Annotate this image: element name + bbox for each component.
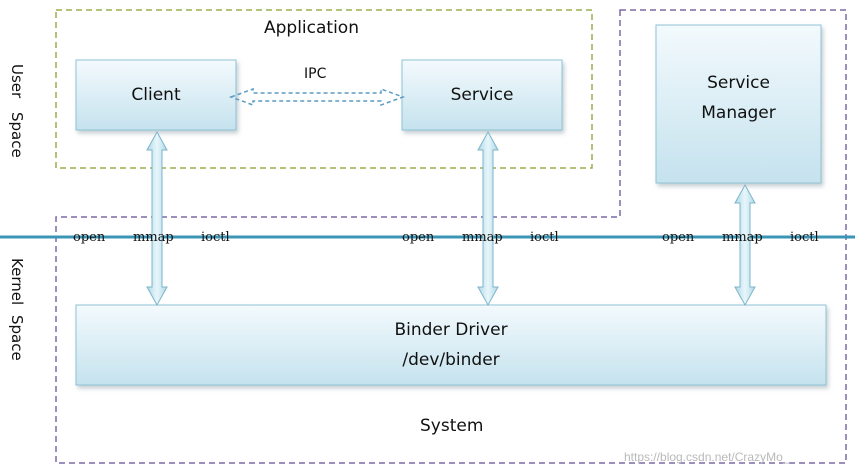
service-manager-line-2: Manager [701,103,776,123]
syscall-mmap-client: mmap [133,230,174,245]
syscall-mmap-service-manager: mmap [722,230,763,245]
client-binder-arrow [146,130,168,307]
watermark: https://blog.csdn.net/CrazyMo_ [624,450,790,464]
service-manager-label: Service Manager [656,58,821,138]
binder-driver-label: Binder Driver /dev/binder [76,310,826,380]
space-word-kernel: Space [8,315,26,361]
service-binder-arrow [477,130,499,307]
kernel-space-label: Kernel Space [8,258,34,361]
ipc-label: IPC [304,66,327,82]
binder-driver-box [75,304,827,386]
syscall-open-client: open [73,230,106,245]
syscall-open-service: open [402,230,435,245]
syscall-ioctl-client: ioctl [201,230,230,245]
application-label: Application [264,18,359,38]
ipc-arrow [228,87,406,107]
space-word-user: Space [8,112,26,158]
client-box [75,59,237,131]
service-box [401,59,563,131]
service-label: Service [450,85,514,105]
application-region [55,9,593,169]
client-label: Client [131,85,181,105]
syscall-open-service-manager: open [662,230,695,245]
syscall-ioctl-service-manager: ioctl [790,230,819,245]
binder-driver-line-2: /dev/binder [402,350,500,370]
binder-driver-line-1: Binder Driver [394,320,508,340]
user-space-label: User Space [8,64,34,158]
syscall-mmap-service: mmap [462,230,503,245]
system-region [55,9,847,464]
syscall-ioctl-service: ioctl [530,230,559,245]
service-manager-binder-arrow [734,183,756,307]
user-word: User [8,64,26,99]
kernel-word: Kernel [8,258,26,306]
service-manager-line-1: Service [707,73,770,93]
system-label: System [420,416,484,436]
service-manager-box [655,24,822,184]
